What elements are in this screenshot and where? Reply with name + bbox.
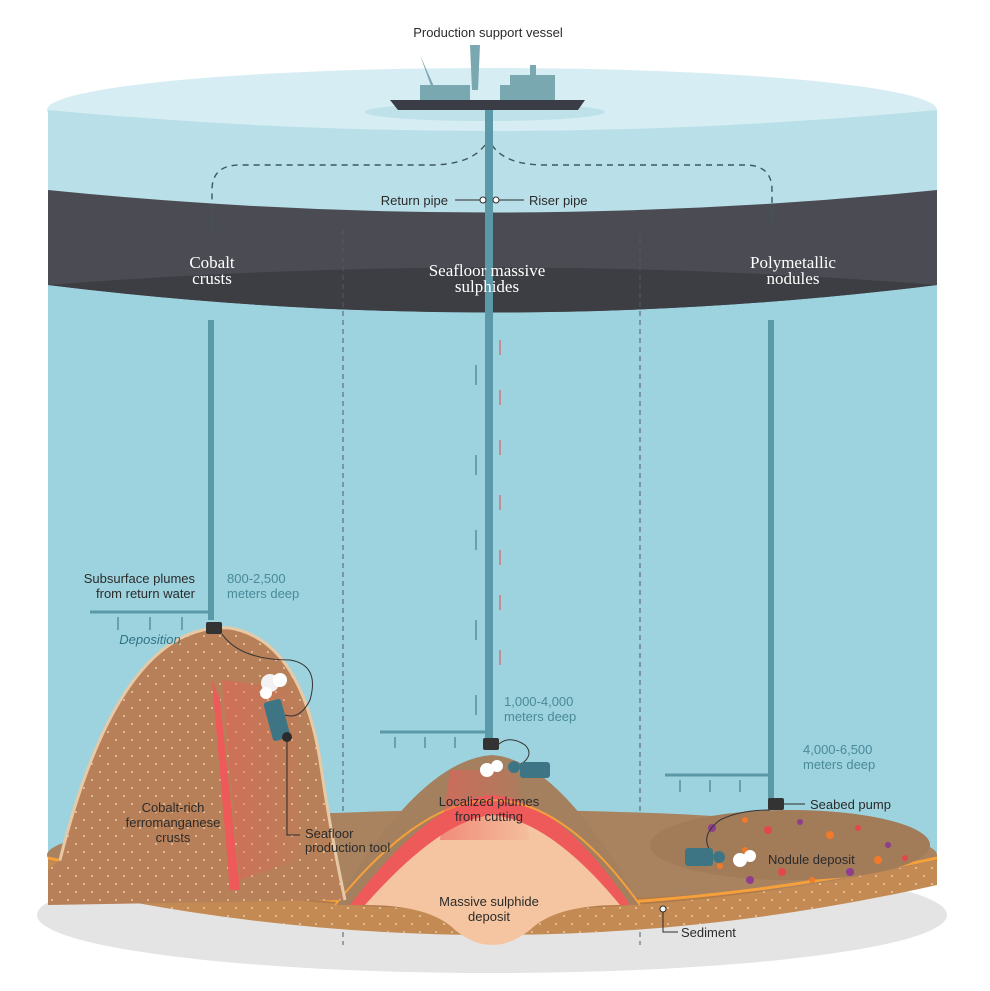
depth-sulphide-2: meters deep bbox=[504, 709, 576, 724]
return-pipe-marker bbox=[479, 196, 487, 204]
cobalt-pipe bbox=[208, 320, 214, 620]
riser-pipe-label: Riser pipe bbox=[529, 193, 588, 208]
cutting-plume bbox=[440, 770, 530, 840]
depth-nodules-2: meters deep bbox=[803, 757, 875, 772]
local-plumes-label-2: from cutting bbox=[455, 809, 523, 824]
cobalt-red-zone bbox=[212, 680, 240, 890]
riser-pipe bbox=[485, 110, 493, 740]
cobalt-crusts-label-2: ferromanganese bbox=[126, 815, 221, 830]
production-tool-label-2: production tool bbox=[305, 840, 390, 855]
sulphide-deposit-label-1: Massive sulphide bbox=[439, 894, 539, 909]
sulphide-hose bbox=[498, 739, 530, 766]
sediment-marker bbox=[659, 905, 667, 913]
seabed-pump-label: Seabed pump bbox=[810, 797, 891, 812]
plumes-return-1: Subsurface plumes bbox=[84, 571, 196, 586]
riser-pipe-marker bbox=[492, 196, 500, 204]
nodule-pipe bbox=[768, 320, 774, 800]
cobalt-pump bbox=[206, 622, 222, 634]
sulphide-production-tool bbox=[480, 760, 550, 778]
production-tool-label-1: Seafloor bbox=[305, 826, 354, 841]
sulphide-deposit bbox=[365, 815, 620, 945]
seafloor-front-dots bbox=[48, 860, 937, 935]
cobalt-hose bbox=[221, 633, 313, 717]
plumes-return-2: from return water bbox=[96, 586, 196, 601]
sulphide-deposit-label-2: deposit bbox=[468, 909, 510, 924]
return-pipe-label: Return pipe bbox=[381, 193, 448, 208]
nodule-deposit-label: Nodule deposit bbox=[768, 852, 855, 867]
cobalt-crust-surface bbox=[58, 626, 347, 901]
nodule-collector bbox=[685, 848, 756, 867]
deposition-arrows bbox=[117, 617, 741, 792]
cobalt-crusts-label-3: crusts bbox=[156, 830, 191, 845]
production-vessel bbox=[390, 45, 585, 110]
nodule-pump bbox=[768, 798, 784, 810]
depth-cobalt-1: 800-2,500 bbox=[227, 571, 286, 586]
nodule-outlet bbox=[665, 768, 773, 777]
local-plumes-label-1: Localized plumes bbox=[439, 794, 540, 809]
depth-sulphide-1: 1,000-4,000 bbox=[504, 694, 573, 709]
cobalt-production-tool bbox=[260, 673, 292, 742]
sediment-label: Sediment bbox=[681, 925, 736, 940]
nodule-hose bbox=[706, 809, 771, 851]
vessel-label: Production support vessel bbox=[413, 25, 563, 40]
sediment-leader bbox=[662, 910, 678, 933]
nodules-title-2: nodules bbox=[767, 269, 820, 288]
sulphide-title-2: sulphides bbox=[455, 277, 519, 296]
sulphide-title-1: Seafloor massive bbox=[429, 261, 546, 280]
cobalt-crusts-label-1: Cobalt-rich bbox=[142, 800, 205, 815]
depth-cobalt-2: meters deep bbox=[227, 586, 299, 601]
deposition-label: Deposition bbox=[119, 632, 180, 647]
cobalt-title-2: crusts bbox=[192, 269, 232, 288]
route-right bbox=[491, 144, 773, 230]
cobalt-title-1: Cobalt bbox=[189, 253, 235, 272]
sulphide-pump bbox=[483, 738, 499, 750]
sulphide-outlet bbox=[380, 722, 491, 734]
nodules-title-1: Polymetallic bbox=[750, 253, 836, 272]
cobalt-outlet bbox=[90, 600, 213, 614]
depth-nodules-1: 4,000-6,500 bbox=[803, 742, 872, 757]
production-tool-leader bbox=[286, 740, 300, 836]
